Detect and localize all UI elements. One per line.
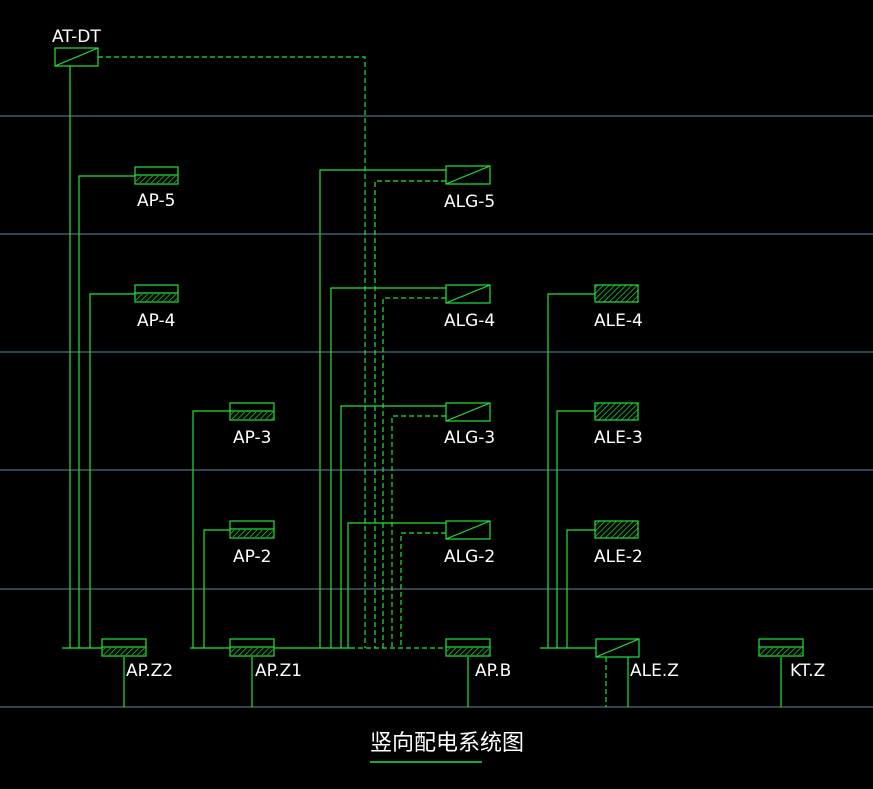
- panel-ap-3[interactable]: AP-3: [229, 402, 275, 448]
- dashed-wire: [382, 297, 446, 648]
- panel-label: AP.Z2: [126, 661, 173, 681]
- panel-diagonal: [54, 47, 99, 67]
- panel-hatch: [103, 648, 145, 655]
- panel-diagonal: [445, 520, 491, 540]
- panel-label: AP.B: [475, 661, 511, 681]
- panel-ap-2[interactable]: AP-2: [229, 520, 275, 567]
- panel-alg-5[interactable]: ALG-5: [444, 165, 495, 212]
- panel-diagonal: [595, 638, 640, 658]
- panel-label: ALG-2: [444, 547, 495, 567]
- dashed-wire: [400, 532, 446, 648]
- panel-ale-4[interactable]: ALE-4: [594, 284, 643, 331]
- title-text: 竖向配电系统图: [370, 731, 524, 756]
- panel-box: [594, 402, 639, 421]
- panel-label: ALE-2: [594, 547, 643, 567]
- panel-kt-z[interactable]: KT.Z: [758, 638, 825, 681]
- wire: [556, 410, 595, 648]
- panel-label: ALG-5: [444, 192, 495, 212]
- floor-lines: [0, 115, 873, 708]
- panel-hatch: [447, 648, 489, 655]
- panel-ale-2[interactable]: ALE-2: [594, 520, 643, 567]
- wire: [340, 405, 446, 648]
- wire: [203, 529, 230, 648]
- diagram-title: 竖向配电系统图: [370, 731, 524, 763]
- panel-label: ALE.Z: [630, 661, 679, 681]
- wire: [566, 529, 595, 648]
- panel-box: [594, 520, 639, 539]
- panel-box: [594, 284, 639, 303]
- panel-ale-3[interactable]: ALE-3: [594, 402, 643, 448]
- panel-label: AP-3: [233, 428, 271, 448]
- dashed-wire: [374, 180, 446, 648]
- panel-hatch: [231, 530, 273, 537]
- panel-label: ALG-3: [444, 428, 495, 448]
- wire: [330, 287, 446, 648]
- panel-diagonal: [445, 165, 491, 185]
- wire: [319, 169, 446, 648]
- panel-label: KT.Z: [790, 661, 825, 681]
- panel-label: ALG-4: [444, 311, 495, 331]
- wire: [192, 410, 230, 648]
- panel-ap-z2[interactable]: AP.Z2: [101, 638, 173, 681]
- panel-label: AP-2: [233, 547, 271, 567]
- dashed-wire: [391, 415, 446, 648]
- panel-alg-3[interactable]: ALG-3: [444, 402, 495, 448]
- wire: [547, 293, 595, 648]
- panel-label: ALE-3: [594, 428, 643, 448]
- panel-hatch: [231, 648, 273, 655]
- panel-alg-2[interactable]: ALG-2: [444, 520, 495, 567]
- dashed-wiring: [98, 56, 607, 707]
- panel-label: ALE-4: [594, 311, 643, 331]
- panel-alg-4[interactable]: ALG-4: [444, 284, 495, 331]
- panel-hatch: [136, 294, 177, 301]
- panel-ap-z1[interactable]: AP.Z1: [229, 638, 302, 681]
- panel-ale-z[interactable]: ALE.Z: [595, 638, 679, 681]
- panel-at-dt[interactable]: AT-DT: [52, 27, 101, 67]
- panel-label: AT-DT: [52, 27, 101, 47]
- wire: [347, 522, 446, 648]
- panel-ap-b[interactable]: AP.B: [445, 638, 511, 681]
- wire: [78, 175, 135, 648]
- panel-diagonal: [445, 402, 491, 422]
- panel-ap-5[interactable]: AP-5: [134, 166, 179, 211]
- panel-label: AP-5: [137, 191, 175, 211]
- panel-label: AP-4: [137, 311, 175, 331]
- panel-diagonal: [445, 284, 491, 304]
- panel-hatch: [136, 176, 177, 183]
- solid-wiring: [62, 66, 782, 707]
- panel-label: AP.Z1: [255, 661, 302, 681]
- panel-hatch: [231, 412, 273, 419]
- panel-hatch: [760, 648, 802, 655]
- wire: [89, 293, 135, 648]
- dashed-wire: [98, 56, 366, 648]
- panel-ap-4[interactable]: AP-4: [134, 284, 179, 331]
